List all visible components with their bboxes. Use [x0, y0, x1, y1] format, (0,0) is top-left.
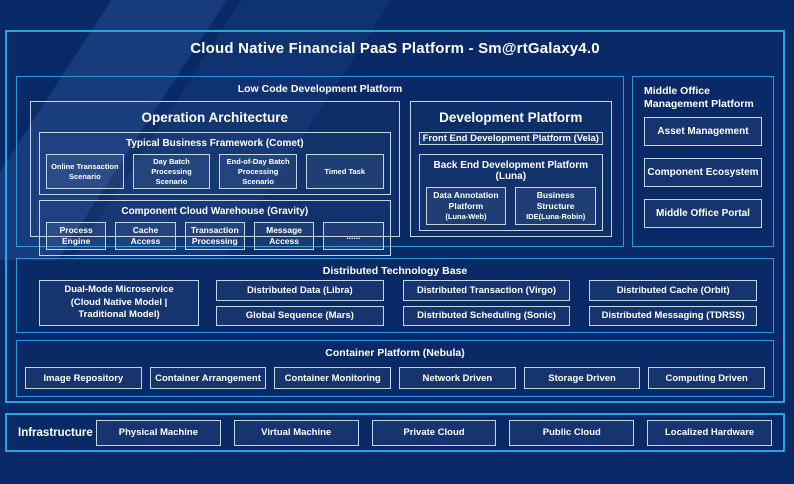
- group-typical-business-framework: Typical Business Framework (Comet) Onlin…: [39, 132, 391, 196]
- box-distributed-data-libra: Distributed Data (Libra): [216, 280, 384, 301]
- section-label: Infrastructure: [18, 426, 93, 439]
- group-component-cloud-warehouse: Component Cloud Warehouse (Gravity) Proc…: [39, 200, 391, 257]
- box-subtitle: IDE(Luna-Robin): [526, 212, 586, 222]
- chip-row: Process Engine Cache Access Transaction …: [46, 222, 384, 251]
- distributed-grid: Distributed Data (Libra) Distributed Tra…: [216, 280, 757, 326]
- box-transaction-processing: Transaction Processing: [184, 222, 245, 251]
- box-storage-driven: Storage Driven: [523, 367, 641, 389]
- section-middle-office-management-platform: Middle Office Management Platform Asset …: [632, 76, 774, 247]
- box-subtitle: (Cloud Native Model | Traditional Model): [70, 296, 168, 321]
- box-network-driven: Network Driven: [399, 367, 516, 389]
- panel-development-platform: Development Platform Front End Developme…: [409, 101, 612, 237]
- box-global-sequence-mars: Global Sequence (Mars): [216, 305, 384, 326]
- group-label: Component Cloud Warehouse (Gravity): [121, 206, 309, 218]
- infrastructure-boxes: Physical Machine Virtual Machine Private…: [96, 419, 772, 446]
- box-private-cloud: Private Cloud: [371, 419, 497, 446]
- section-label: Container Platform (Nebula): [325, 347, 465, 359]
- box-public-cloud: Public Cloud: [509, 419, 635, 446]
- section-label: Middle Office Management Platform: [644, 85, 754, 111]
- box-data-annotation-platform: Data Annotation Platform (Luna-Web): [425, 187, 507, 225]
- distributed-content: Dual-Mode Microservice (Cloud Native Mod…: [39, 280, 757, 326]
- page-title: Cloud Native Financial PaaS Platform - S…: [190, 40, 600, 57]
- section-low-code-development-platform: Low Code Development Platform Operation …: [16, 76, 624, 257]
- chip-row: Online Transaction Scenario Day Batch Pr…: [46, 154, 384, 190]
- box-message-access: Message Access: [253, 222, 315, 251]
- section-distributed-technology-base: Distributed Technology Base Dual-Mode Mi…: [16, 258, 774, 333]
- panel-operation-architecture: Operation Architecture Typical Business …: [30, 101, 400, 257]
- box-image-repository: Image Repository: [25, 367, 142, 389]
- box-container-arrangement: Container Arrangement: [149, 367, 267, 389]
- box-localized-hardware: Localized Hardware: [647, 419, 772, 446]
- box-distributed-messaging-tdrss: Distributed Messaging (TDRSS): [589, 305, 757, 326]
- box-distributed-cache-orbit: Distributed Cache (Orbit): [589, 280, 757, 301]
- box-name: Business Structure: [536, 190, 575, 212]
- chip-row: Data Annotation Platform (Luna-Web) Busi…: [425, 187, 596, 225]
- section-label: Distributed Technology Base: [322, 265, 468, 277]
- box-business-structure-ide: Business Structure IDE(Luna-Robin): [515, 187, 596, 225]
- box-physical-machine: Physical Machine: [96, 419, 221, 446]
- box-dual-mode-microservice: Dual-Mode Microservice (Cloud Native Mod…: [39, 280, 199, 326]
- box-distributed-transaction-virgo: Distributed Transaction (Virgo): [402, 280, 571, 301]
- group-back-end-development-platform: Back End Development Platform (Luna) Dat…: [418, 154, 603, 231]
- box-container-monitoring: Container Monitoring: [274, 367, 392, 389]
- container-platform-boxes: Image Repository Container Arrangement C…: [25, 367, 766, 389]
- middle-office-boxes: Asset Management Component Ecosystem Mid…: [644, 111, 762, 234]
- box-day-batch-processing-scenario: Day Batch Processing Scenario: [132, 154, 211, 190]
- box-virtual-machine: Virtual Machine: [233, 419, 359, 446]
- panel-title: Development Platform: [439, 110, 583, 125]
- box-timed-task: Timed Task: [305, 154, 384, 190]
- box-process-engine: Process Engine: [46, 222, 107, 251]
- box-subtitle: (Luna-Web): [445, 212, 487, 222]
- box-name: Dual-Mode Microservice: [64, 284, 174, 296]
- top-row: Low Code Development Platform Operation …: [16, 76, 774, 257]
- box-computing-driven: Computing Driven: [648, 367, 766, 389]
- platform-frame: Cloud Native Financial PaaS Platform - S…: [5, 30, 785, 403]
- box-name: Data Annotation Platform: [433, 190, 499, 212]
- box-component-ecosystem: Component Ecosystem: [644, 158, 762, 188]
- box-end-of-day-batch-processing-scenario: End-of-Day Batch Processing Scenario: [219, 154, 297, 190]
- box-middle-office-portal: Middle Office Portal: [644, 199, 762, 229]
- group-label: Back End Development Platform (Luna): [433, 160, 589, 182]
- group-label: Typical Business Framework (Comet): [125, 138, 304, 149]
- box-distributed-scheduling-sonic: Distributed Scheduling (Sonic): [402, 305, 571, 326]
- box-online-transaction-scenario: Online Transaction Scenario: [46, 154, 124, 190]
- box-cache-access: Cache Access: [115, 222, 176, 251]
- section-label: Low Code Development Platform: [237, 83, 403, 95]
- low-code-content: Operation Architecture Typical Business …: [30, 101, 612, 257]
- panel-title: Operation Architecture: [141, 110, 289, 125]
- box-front-end-development-platform: Front End Development Platform (Vela): [418, 132, 603, 145]
- section-container-platform-nebula: Container Platform (Nebula) Image Reposi…: [16, 340, 774, 397]
- box-asset-management: Asset Management: [644, 117, 762, 147]
- box-ellipsis: ......: [323, 222, 384, 251]
- section-infrastructure: Infrastructure Physical Machine Virtual …: [5, 413, 785, 452]
